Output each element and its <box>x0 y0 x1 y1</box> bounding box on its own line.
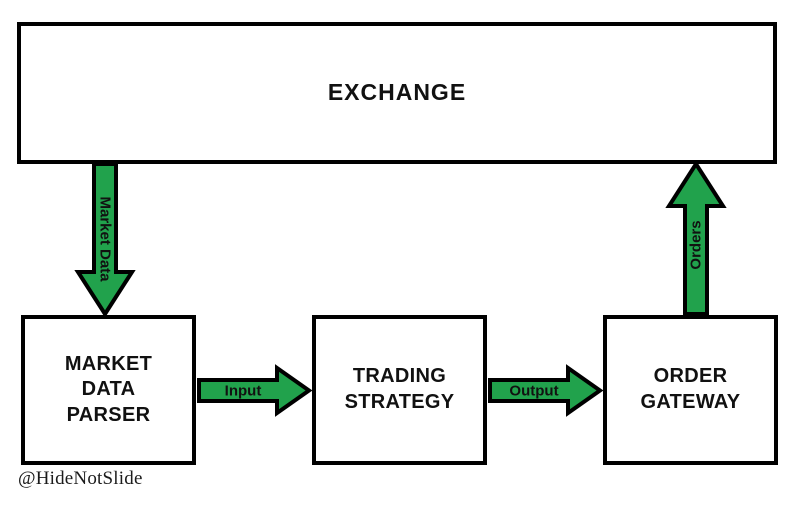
market-data-arrow-icon <box>74 162 136 318</box>
order-gateway-box: ORDER GATEWAY <box>603 315 778 465</box>
exchange-box-label: EXCHANGE <box>327 79 467 106</box>
market-data-parser-box-label: MARKET DATA PARSER <box>64 352 153 426</box>
market-data-parser-box: MARKET DATA PARSER <box>21 315 196 465</box>
orders-arrow-icon <box>665 160 727 316</box>
watermark: @HideNotSlide <box>18 468 143 489</box>
trading-strategy-box-label: TRADING STRATEGY <box>344 365 455 413</box>
trading-strategy-box: TRADING STRATEGY <box>312 315 487 465</box>
market-data-arrow: Market Data <box>74 162 136 318</box>
input-arrow-icon <box>197 364 313 417</box>
orders-arrow: Orders <box>665 160 727 316</box>
order-gateway-box-label: ORDER GATEWAY <box>640 365 741 413</box>
exchange-box: EXCHANGE <box>17 22 777 164</box>
input-arrow: Input <box>197 364 313 417</box>
output-arrow: Output <box>488 364 604 417</box>
output-arrow-icon <box>488 364 604 417</box>
